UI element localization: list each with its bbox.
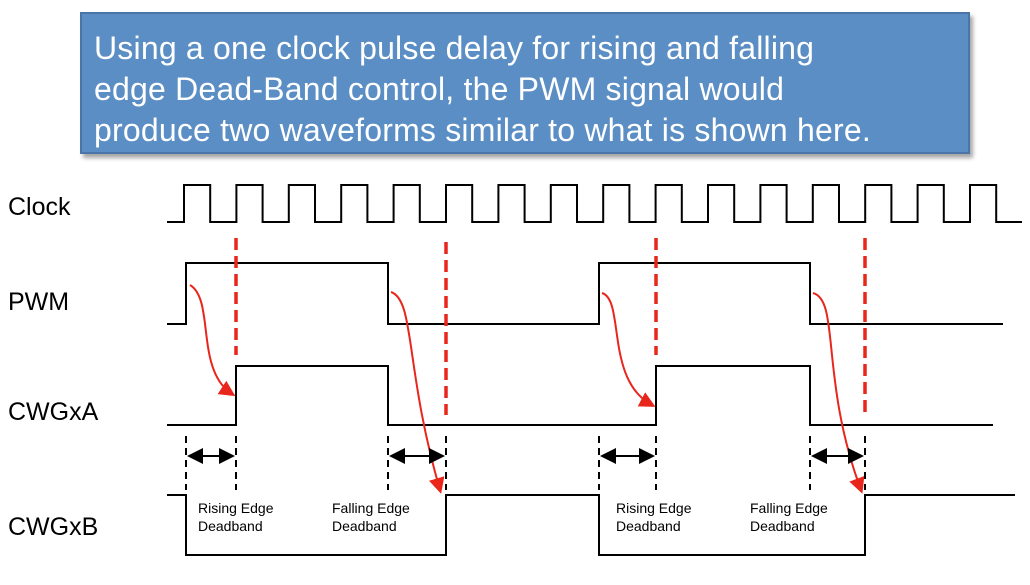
cwgxa-waveform <box>167 365 993 426</box>
pwm-waveform <box>167 262 1003 325</box>
title-banner: Using a one clock pulse delay for rising… <box>80 12 970 154</box>
falling-deadband-1-line1: Falling Edge <box>332 500 410 516</box>
cwgxa-label: CWGxA <box>8 398 99 426</box>
arrow-rise-1 <box>189 284 236 397</box>
falling-deadband-2-line1: Falling Edge <box>750 500 828 516</box>
clock-waveform <box>167 184 1022 223</box>
arrow-fall-2 <box>812 292 865 494</box>
transition-arrows <box>189 284 865 494</box>
delay-markers <box>234 238 867 415</box>
deadband-guides <box>185 436 866 490</box>
clock-label: Clock <box>8 193 71 221</box>
arrow-fall-1 <box>390 291 445 494</box>
cwgxb-waveform <box>167 494 1015 556</box>
banner-line-2: edge Dead-Band control, the PWM signal w… <box>94 71 785 107</box>
rising-deadband-1-line1: Rising Edge <box>198 500 274 516</box>
rising-deadband-2-line1: Rising Edge <box>616 500 692 516</box>
falling-deadband-2-line2: Deadband <box>750 518 815 534</box>
falling-deadband-1-line2: Deadband <box>332 518 397 534</box>
cwgxb-label: CWGxB <box>8 513 99 541</box>
rising-deadband-1-line2: Deadband <box>198 518 263 534</box>
banner-text: Using a one clock pulse delay for rising… <box>94 28 964 151</box>
arrow-rise-2 <box>601 292 656 407</box>
banner-line-3: produce two waveforms similar to what is… <box>94 112 871 148</box>
rising-deadband-2-line2: Deadband <box>616 518 681 534</box>
banner-line-1: Using a one clock pulse delay for rising… <box>94 30 815 66</box>
pwm-label: PWM <box>8 288 70 316</box>
